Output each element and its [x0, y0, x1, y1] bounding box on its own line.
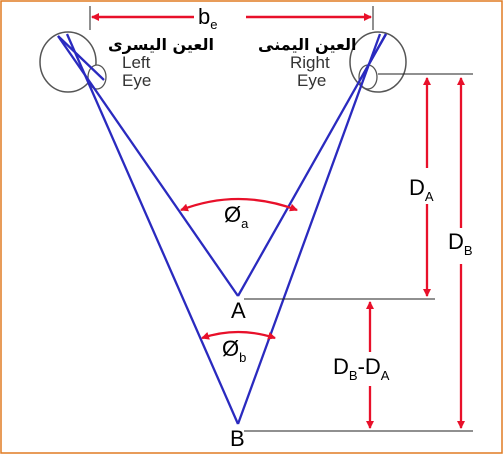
right-eye-label-1: Right	[290, 53, 330, 72]
arabic-right-eye-label: العين اليمنى	[258, 35, 357, 54]
point-a-label: A	[231, 298, 246, 323]
angle-a-label: Øa	[224, 202, 249, 231]
right-eye-label-2: Eye	[297, 71, 326, 90]
da-label: DA	[409, 175, 434, 204]
sight-lines	[57, 33, 388, 425]
arabic-left-eye-label: العين اليسرى	[108, 35, 214, 54]
angle-b-arc	[201, 330, 276, 340]
left-eye-label-1: Left	[122, 53, 151, 72]
angle-b-label: Øb	[222, 336, 246, 365]
db-label: DB	[448, 229, 473, 258]
point-b-label: B	[230, 426, 245, 451]
left-eye	[39, 31, 107, 93]
left-eye-label-2: Eye	[122, 71, 151, 90]
diff-label: DB-DA	[333, 354, 390, 383]
baseline-label: be	[198, 4, 217, 32]
angle-a-arc	[180, 197, 298, 212]
